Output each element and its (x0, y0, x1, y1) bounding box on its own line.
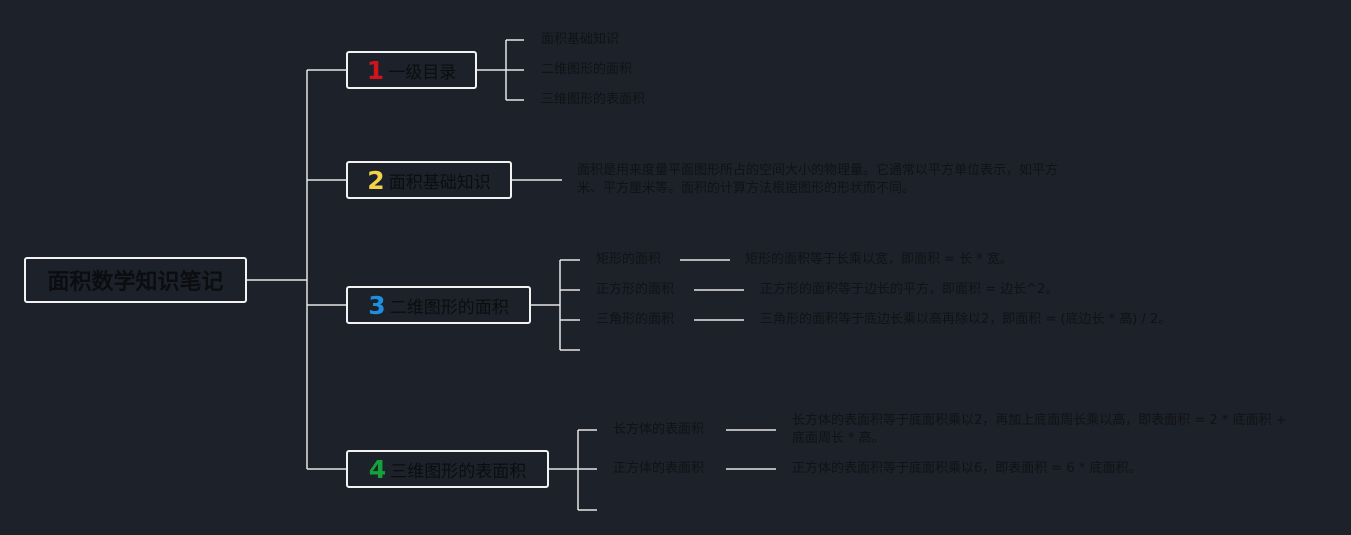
b3-child-2-note: 正方形的面积等于边长的平方，即面积 = 边长^2。 (760, 282, 1059, 297)
root-label: 面积数学知识笔记 (47, 270, 224, 295)
root-node[interactable]: 面积数学知识笔记 (24, 257, 247, 303)
branch-node-1[interactable]: 1 一级目录 (346, 51, 477, 89)
b3-child-3-note: 三角形的面积等于底边长乘以高再除以2，即面积 = (底边长 * 高) / 2。 (760, 312, 1172, 327)
b1-child-3[interactable]: 三维图形的表面积 (541, 92, 646, 107)
b1-child-2[interactable]: 二维图形的面积 (541, 62, 633, 77)
branch-label-4: 三维图形的表面积 (390, 461, 527, 482)
b4-child-2-note: 正方体的表面积等于底面积乘以6，即表面积 = 6 * 底面积。 (792, 461, 1142, 476)
b4-child-1-note: 长方体的表面积等于底面积乘以2，再加上底面周长乘以高，即表面积 = 2 * 底面… (792, 413, 1287, 446)
b3-child-2-label[interactable]: 正方形的面积 (596, 282, 675, 297)
branch-label-1: 一级目录 (388, 62, 457, 83)
branch-node-4[interactable]: 4 三维图形的表面积 (346, 450, 549, 488)
branch-label-3: 二维图形的面积 (389, 297, 509, 318)
b4-child-2-label[interactable]: 正方体的表面积 (613, 461, 705, 476)
b2-note: 面积是用来度量平面图形所占的空间大小的物理量。它通常以平方单位表示，如平方米、平… (577, 163, 1059, 196)
branch-node-2[interactable]: 2 面积基础知识 (346, 161, 512, 199)
branch-label-2: 面积基础知识 (388, 172, 491, 193)
branch-number-2: 2 (367, 165, 385, 195)
branch-number-3: 3 (368, 290, 386, 320)
b3-child-3-label[interactable]: 三角形的面积 (596, 312, 675, 327)
branch-number-4: 4 (368, 454, 387, 484)
branch-number-1: 1 (366, 55, 385, 85)
branch-node-3[interactable]: 3 二维图形的面积 (346, 286, 531, 324)
b4-child-1-label[interactable]: 长方体的表面积 (613, 422, 705, 437)
b3-child-1-note: 矩形的面积等于长乘以宽，即面积 = 长 * 宽。 (745, 252, 1013, 267)
b3-child-1-label[interactable]: 矩形的面积 (596, 252, 662, 267)
b1-child-1[interactable]: 面积基础知识 (541, 32, 620, 47)
